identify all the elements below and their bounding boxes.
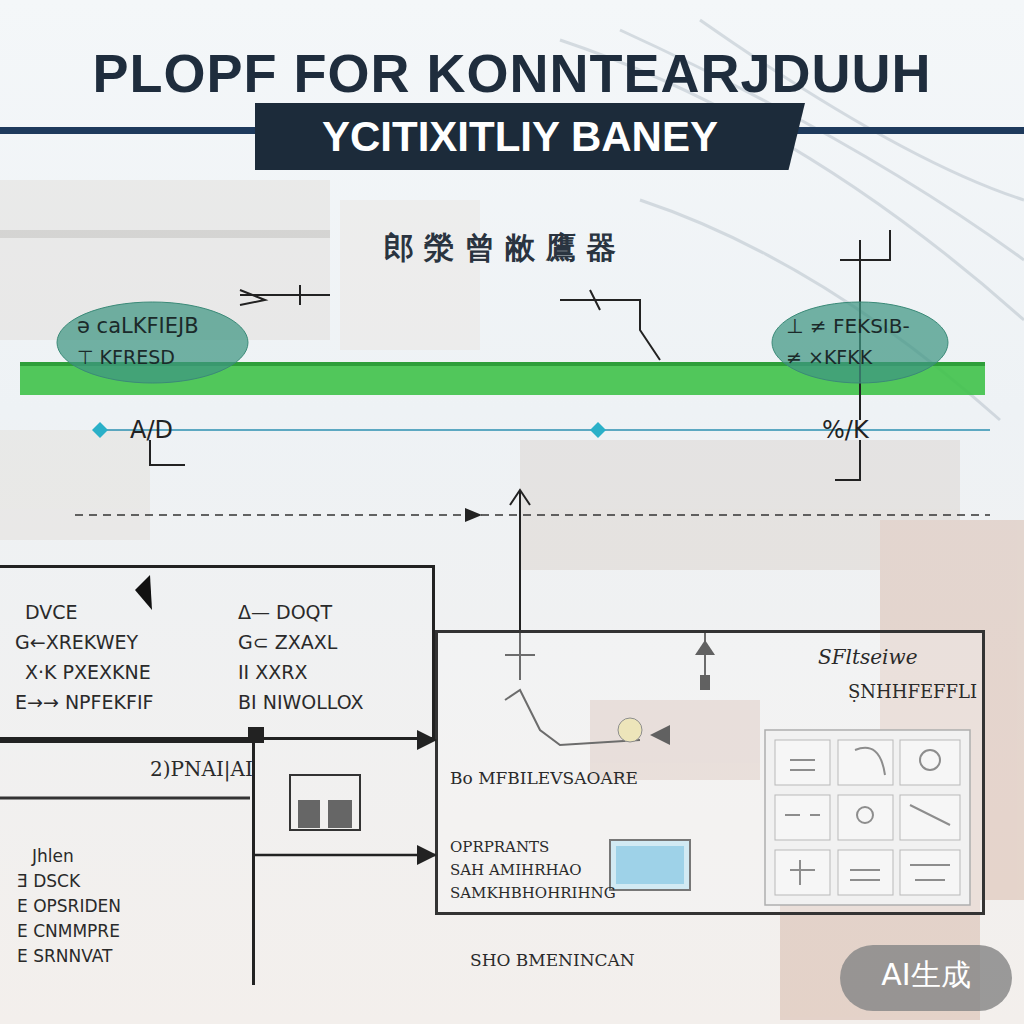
ellipse-outline bbox=[770, 300, 950, 385]
node-text: E OPSRIDEN bbox=[17, 896, 121, 916]
node-text: ⊥ ≠ FEKSIB- bbox=[786, 314, 910, 338]
node-text: E→→ NPFEKFIF bbox=[15, 691, 153, 713]
node-text: SAH AMIHRHAO bbox=[450, 861, 582, 879]
node-text: ṢNHHFEFFLI bbox=[848, 681, 977, 702]
text-label: %/K bbox=[822, 416, 869, 444]
watermark: AI生成 bbox=[840, 955, 1012, 996]
node-text: G⊂ ZXAXL bbox=[238, 631, 337, 653]
ellipse-node: ǝ caLKFIEJB ⊤ KFRESD bbox=[55, 300, 250, 385]
connector-arrow bbox=[255, 854, 435, 857]
process-box: DVCE G←XREKWEY X·K PXEXKNE E→→ NPFEKFIF Δ— D… bbox=[0, 565, 435, 740]
node-text: G←XREKWEY bbox=[15, 631, 138, 653]
node-text: E CNMMPRE bbox=[17, 921, 120, 941]
text-label: A/D bbox=[130, 416, 173, 444]
text-label: Bo MFBILEVSAOARE bbox=[450, 768, 638, 788]
ellipse-outline bbox=[55, 300, 250, 385]
node-text: BI NIWOLLOX bbox=[238, 691, 364, 713]
ellipse-node: ⊥ ≠ FEKSIB- ≠ ×KFKK bbox=[770, 300, 950, 385]
node-text: DVCE bbox=[25, 601, 78, 623]
text-label: 郎 滎 曾 敝 鷹 器 bbox=[0, 228, 1000, 269]
node-text: E SRNNVAT bbox=[17, 946, 112, 966]
node-text: SFltseiwe bbox=[818, 645, 917, 669]
diagram-title: PLOPF FOR KONNTEARJDUUH bbox=[0, 42, 1024, 104]
node-text: Jhlen bbox=[32, 846, 74, 866]
node-text: OPRPRANTS bbox=[450, 838, 549, 856]
title-band: YCITIXITLIY BANEY bbox=[255, 103, 805, 170]
node-text: SAMKHBHOHRIHNG bbox=[450, 884, 616, 902]
node-text: Ǝ DSCK bbox=[17, 871, 80, 891]
node-text: YCITIXITLIY BANEY bbox=[255, 113, 785, 161]
node-text: X·K PXEXKNE bbox=[25, 661, 151, 683]
text-label: SHO BMENINCAN bbox=[470, 950, 635, 970]
node-text: ǝ caLKFIEJB bbox=[77, 314, 199, 338]
node-text: ≠ ×KFKK bbox=[786, 346, 872, 368]
node-text: ⊤ KFRESD bbox=[77, 346, 175, 368]
text-label: 2)PNAI|AI bbox=[150, 757, 253, 781]
node-text: Δ— DOQT bbox=[238, 601, 332, 623]
node-text: II XXRX bbox=[238, 661, 308, 683]
